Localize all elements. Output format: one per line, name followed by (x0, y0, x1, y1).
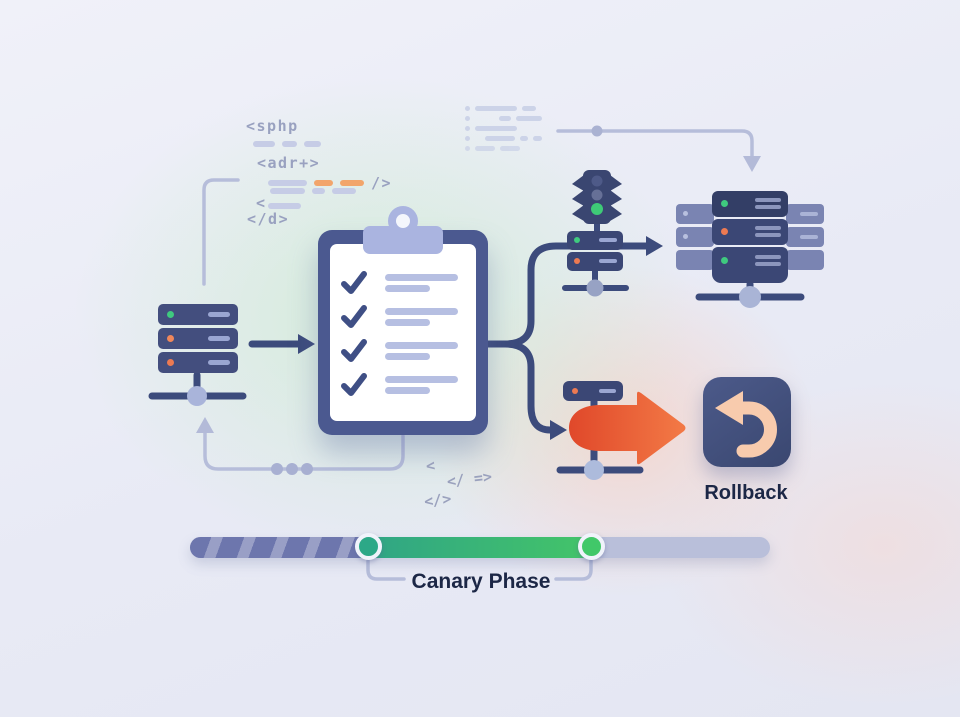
stand-node (586, 279, 604, 297)
code-pill-row: /> (268, 174, 392, 192)
completed-segment (190, 537, 370, 558)
code-line: <adr+> (257, 154, 321, 172)
flow-lines-dark (248, 242, 650, 434)
feedback-loop-line (203, 428, 405, 471)
code-glyph: </> (423, 489, 453, 511)
green-light (591, 203, 603, 215)
undo-icon (715, 391, 777, 458)
code-line: /> (371, 174, 393, 192)
bracket-right (554, 559, 593, 581)
stand-node (739, 286, 761, 308)
rollback-route-arrow-icon (569, 391, 686, 465)
stand-node (584, 460, 604, 480)
right-arrowhead-icon (298, 334, 315, 354)
code-line: </d> (247, 210, 290, 228)
clipboard-clip (363, 226, 443, 254)
rollback-server-icon (563, 381, 623, 401)
yellow-light (591, 189, 603, 201)
rack-left-wing (676, 204, 714, 270)
rollback-button-icon (703, 377, 791, 467)
traffic-light-icon (572, 170, 622, 224)
right-arrowhead-icon (550, 420, 567, 440)
rack-center-stack (712, 191, 788, 283)
code-line: <sphp (246, 117, 299, 135)
top-config-line (556, 129, 754, 162)
checkmark-icon (341, 339, 367, 362)
stand-node (187, 386, 207, 406)
code-to-server-line (202, 178, 240, 286)
checkmark-icon (341, 271, 367, 294)
config-lines-block (460, 106, 560, 161)
line-node-dot (591, 125, 603, 137)
checkmark-icon (341, 305, 367, 328)
production-rack-icon (676, 191, 824, 283)
loop-dots (271, 463, 313, 475)
code-pill-row (268, 203, 301, 209)
code-pill-row (253, 141, 321, 147)
code-pill-row (270, 188, 356, 194)
canary-phase-label: Canary Phase (411, 570, 551, 593)
dark-arrowheads (298, 236, 663, 440)
canary-server-icon (567, 231, 623, 271)
code-line: < (256, 194, 267, 212)
red-light (591, 175, 603, 187)
source-server-icon (158, 304, 238, 373)
clip-hole (396, 214, 410, 228)
canary-start-knob (355, 533, 382, 560)
checklist-clipboard-icon (318, 206, 488, 435)
bracket-left (366, 559, 406, 581)
code-snippet-block: <sphp <adr+> /> < </d> (234, 116, 414, 236)
light-arrowheads (196, 156, 761, 433)
canary-segment (360, 537, 596, 558)
branch-down-line (501, 340, 554, 434)
up-arrowhead-icon (196, 417, 214, 433)
canary-end-knob (578, 533, 605, 560)
down-arrowhead-icon (743, 156, 761, 172)
right-arrowhead-icon (646, 236, 663, 256)
code-glyph: < (424, 456, 437, 476)
checkmark-icon (341, 373, 367, 396)
rack-right-wing (786, 204, 824, 270)
rollback-label: Rollback (704, 482, 788, 504)
code-glyph: </ => (445, 467, 493, 491)
